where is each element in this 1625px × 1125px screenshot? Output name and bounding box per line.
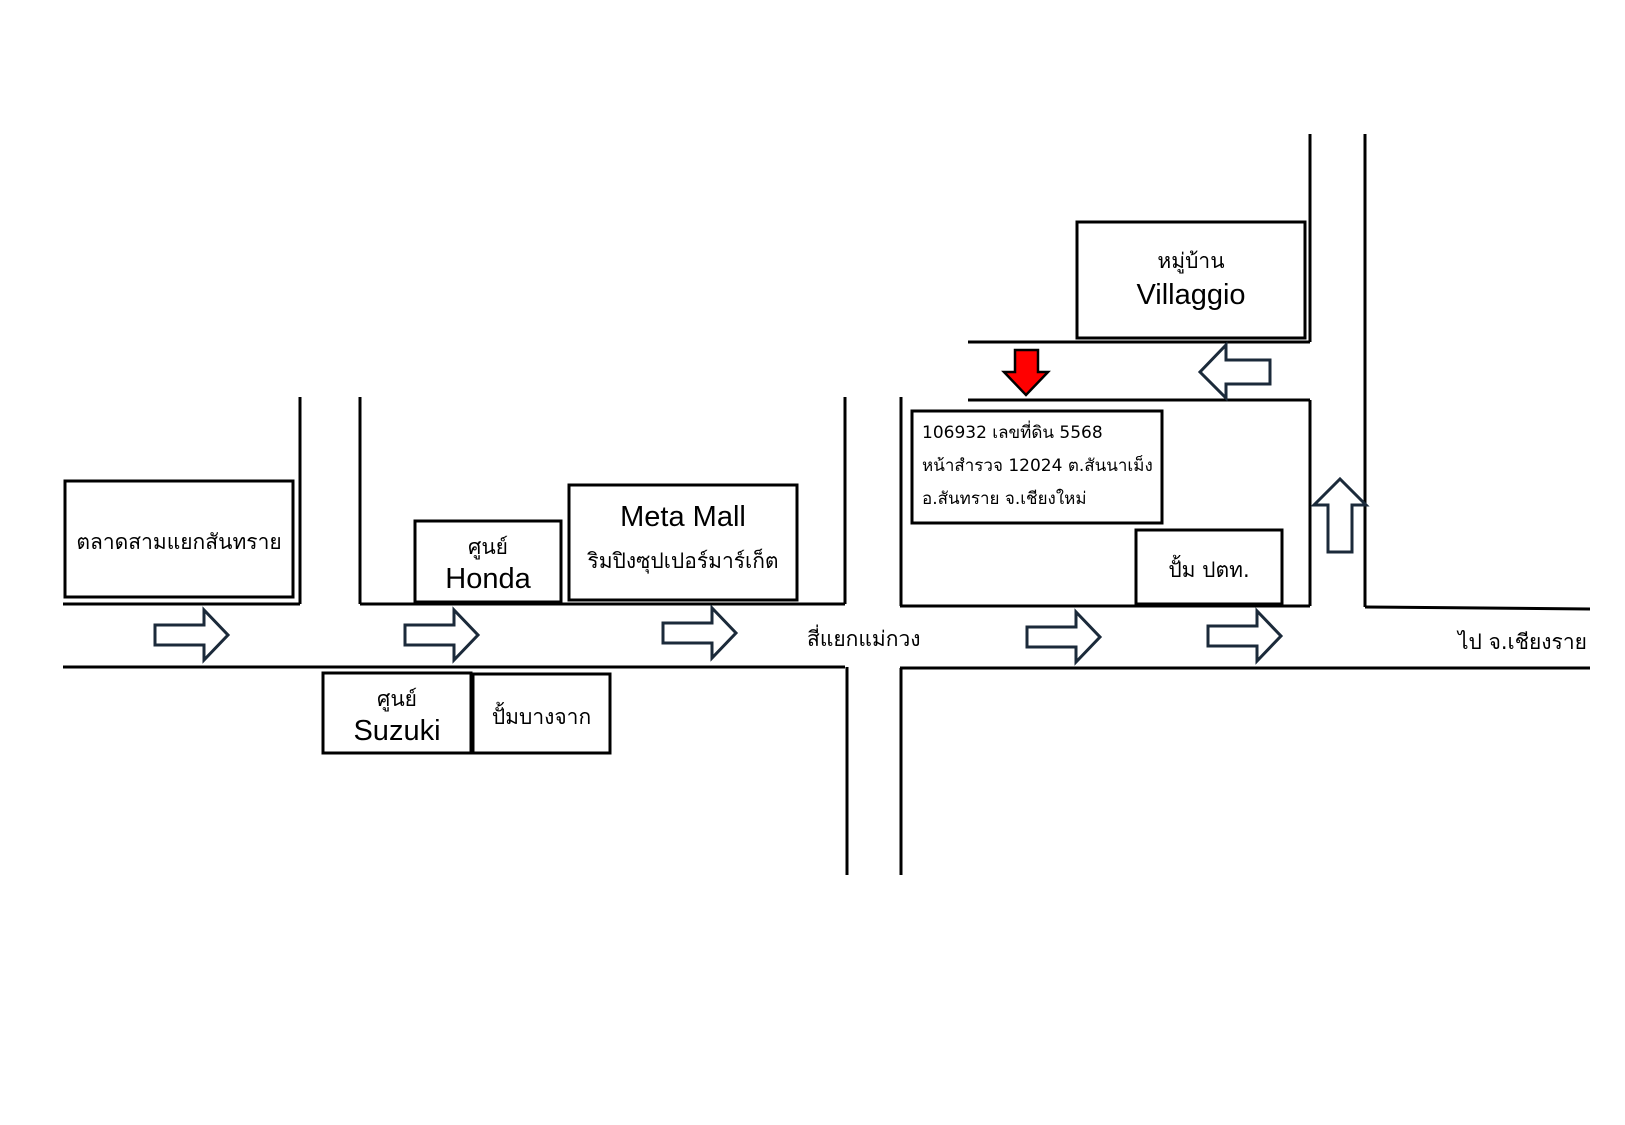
right-block — [899, 397, 1312, 606]
village-label-line2: Villaggio — [1136, 279, 1246, 311]
village-box — [1075, 220, 1307, 340]
up-arrow-icon — [1310, 476, 1370, 554]
left-arrow-icon — [1197, 341, 1272, 402]
location-marker-icon — [1001, 348, 1051, 397]
right-arrow-icon — [153, 606, 231, 664]
address-line1: 106932 เลขที่ดิน 5568 — [922, 423, 1103, 443]
suzuki-label-line2: Suzuki — [353, 715, 441, 747]
market-box — [63, 479, 295, 599]
ptt-label: ปั้ม ปตท. — [1168, 558, 1250, 582]
intersection-label: สี่แยกแม่กวง — [807, 627, 921, 651]
bangchak-box — [471, 672, 612, 755]
honda-label-line2: Honda — [445, 563, 531, 595]
right-arrow-icon — [1206, 607, 1284, 665]
bangchak-label: ปั้มบางจาก — [491, 705, 592, 729]
right-arrow-icon — [403, 606, 481, 664]
address-box — [910, 409, 1164, 525]
suzuki-label-line1: ศูนย์ — [377, 687, 417, 711]
market-label: ตลาดสามแยกสันทราย — [76, 530, 282, 554]
meta-mall-box — [567, 483, 799, 602]
honda-label-line1: ศูนย์ — [468, 535, 508, 559]
right-arrow-icon — [1025, 608, 1103, 666]
cross-road-south — [845, 667, 903, 875]
village-lane — [968, 134, 1367, 607]
right-arrow-icon — [661, 604, 739, 662]
meta-mall-label-line2: ริมปิงซุปเปอร์มาร์เก็ต — [587, 549, 779, 573]
meta-mall-label-line1: Meta Mall — [620, 501, 746, 533]
honda-box — [413, 519, 563, 604]
to-chiangrai-label: ไป จ.เชียงราย — [1458, 630, 1587, 654]
address-line2: หน้าสำรวจ 12024 ต.สันนาเม็ง — [922, 456, 1153, 476]
address-line3: อ.สันทราย จ.เชียงใหม่ — [922, 489, 1087, 509]
ptt-box — [1134, 528, 1284, 606]
main-road — [63, 602, 1591, 670]
suzuki-box — [321, 671, 473, 755]
village-label-line1: หมู่บ้าน — [1157, 249, 1225, 273]
side-road-honda — [358, 397, 847, 604]
